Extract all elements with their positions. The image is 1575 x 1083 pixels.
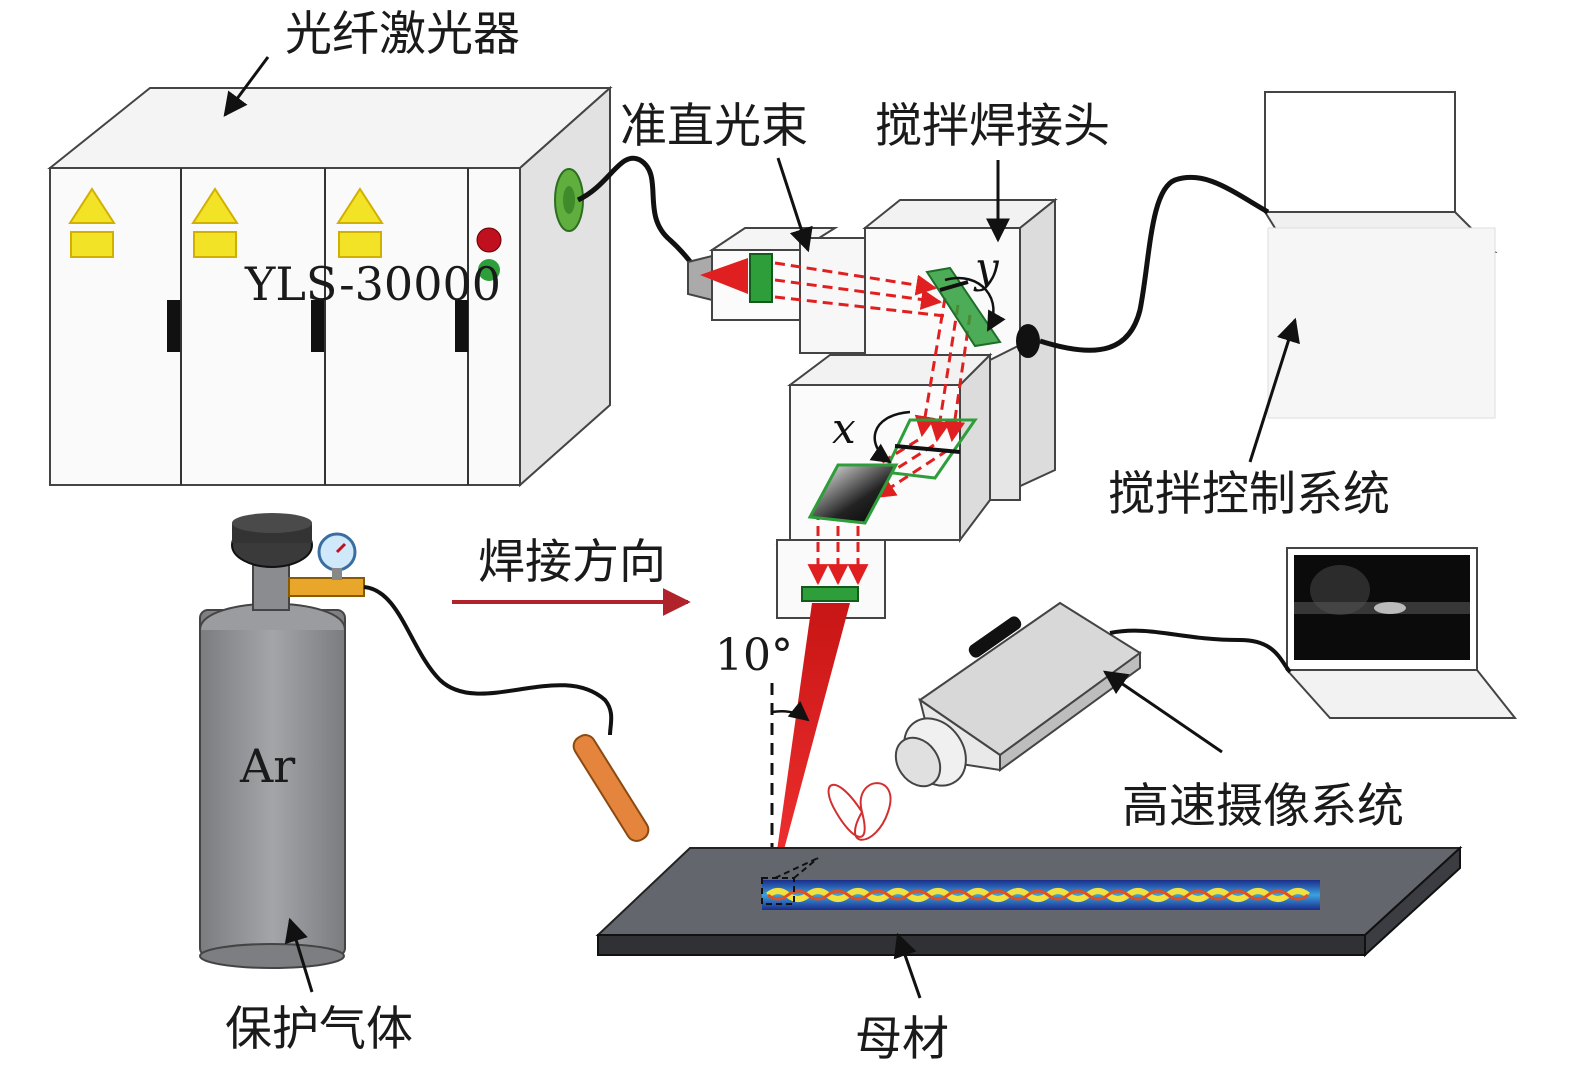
shielding-gas-arrow	[284, 917, 314, 993]
y-rotation-arrow	[944, 276, 1006, 332]
argon-cylinder	[199, 513, 365, 969]
welding-direction-label: 焊接方向	[478, 535, 666, 590]
fiber-laser-arrow	[223, 56, 270, 117]
laser-model-label: YLS-30000	[244, 257, 501, 311]
computer-icon	[1263, 91, 1498, 419]
axis-y-label: y	[973, 243, 1000, 292]
gas-nozzle	[572, 734, 650, 842]
fiber-laser-cabinet: YLS-30000	[47, 85, 613, 488]
weld-seam-core	[766, 888, 1310, 902]
axis-x-label: x	[832, 404, 856, 453]
collimated-beam-arrow	[776, 157, 813, 253]
collimated-beam-rays	[774, 261, 972, 586]
fiber-laser-label: 光纤激光器	[285, 7, 520, 62]
angle-label: 10°	[715, 630, 793, 681]
warning-triangle-icon	[68, 187, 116, 258]
wobble-control-label: 搅拌控制系统	[1108, 467, 1390, 522]
pressure-gauge-icon	[317, 532, 357, 580]
high-speed-camera-arrow	[1103, 670, 1223, 754]
figure-eight-trajectory	[827, 782, 892, 841]
gas-hose	[363, 585, 614, 736]
x-rotation-arrow	[869, 410, 911, 464]
wobble-head-label: 搅拌焊接头	[875, 99, 1110, 154]
red-indicator-light	[476, 227, 502, 253]
base-metal-arrow	[893, 932, 922, 999]
laser-source-cone	[700, 258, 748, 294]
green-indicator-light	[478, 259, 500, 281]
focused-laser-beam	[774, 603, 850, 872]
base-metal-label: 母材	[855, 1012, 949, 1067]
collimating-lens	[749, 253, 773, 303]
fiber-output-port	[554, 168, 584, 232]
gas-label: Ar	[239, 739, 295, 793]
laptop-icon	[1284, 547, 1518, 719]
x-scan-mirror-frame	[882, 418, 978, 480]
camera-cable	[1109, 628, 1292, 674]
focusing-mirror	[807, 463, 899, 525]
camera-icon	[894, 601, 1142, 788]
warning-triangle-icon	[336, 187, 384, 258]
fiber-cable	[576, 155, 702, 273]
angle-arc	[771, 700, 810, 722]
shielding-gas-label: 保护气体	[225, 1002, 413, 1057]
control-cable	[1039, 174, 1270, 353]
warning-triangle-icon	[191, 187, 239, 258]
wobble-control-arrow	[1248, 317, 1300, 463]
focusing-lens	[801, 586, 859, 602]
high-speed-camera-label: 高速摄像系统	[1122, 779, 1404, 834]
collimated-beam-label: 准直光束	[620, 99, 808, 154]
